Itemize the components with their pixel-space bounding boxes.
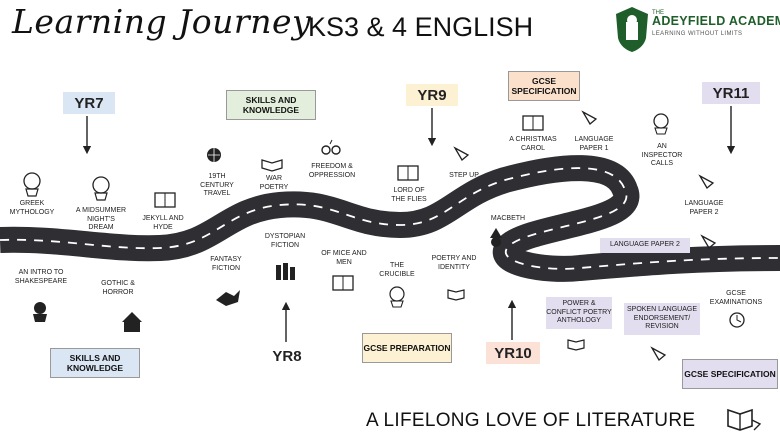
section-gcse-specification-bottom: GCSE SPECIFICATION <box>682 359 778 389</box>
topic-intro-shakespeare: AN INTRO TO SHAKESPEARE <box>14 269 68 285</box>
haunted-house-icon <box>122 312 142 332</box>
year-label-yr9: YR9 <box>406 84 458 106</box>
topic-macbeth: MACBETH <box>490 215 526 222</box>
topic-language-paper-2-a: LANGUAGE PAPER 2 <box>684 200 724 216</box>
school-prefix: THE <box>652 10 664 16</box>
topic-midsummer: A MIDSUMMER NIGHT'S DREAM <box>75 207 127 231</box>
topic-poetry-identity: POETRY AND IDENTITY <box>431 255 477 271</box>
open-book-icon-2 <box>447 289 465 301</box>
topic-fantasy-fiction: FANTASY FICTION <box>210 256 242 272</box>
hand-writing-icon <box>453 146 470 161</box>
year-label-yr10: YR10 <box>486 342 540 364</box>
greek-head-icon <box>23 172 41 197</box>
book-icon-4 <box>522 115 544 131</box>
topic-spoken-language: SPOKEN LANGUAGE ENDORSEMENT/ REVISION <box>624 303 700 335</box>
book-icon <box>154 192 176 208</box>
topic-gcse-examinations: GCSE EXAMINATIONS <box>709 290 763 306</box>
open-book-icon <box>261 159 283 172</box>
hand-writing-icon-3 <box>698 174 715 189</box>
shakespeare-head-icon <box>92 176 110 201</box>
topic-dystopian-fiction: DYSTOPIAN FICTION <box>264 233 306 249</box>
school-name: ADEYFIELD ACADEMY <box>652 14 780 28</box>
topic-freedom-oppression: FREEDOM & OPPRESSION <box>308 163 356 179</box>
open-book-icon-3 <box>567 339 585 351</box>
school-logo <box>612 4 772 54</box>
crest-icon <box>616 7 648 52</box>
shakespeare-head-icon-2 <box>33 302 47 322</box>
topic-war-poetry: WAR POETRY <box>259 175 289 191</box>
hand-writing-icon-5 <box>650 346 667 361</box>
topic-greek-mythology: GREEK MYTHOLOGY <box>9 200 55 216</box>
witch-icon <box>490 228 502 247</box>
topic-jekyll-hyde: JEKYLL AND HYDE <box>142 215 184 231</box>
bookshelf-icon <box>276 263 295 280</box>
page-title-script: Learning Journey <box>12 2 312 41</box>
topic-power-conflict: POWER & CONFLICT POETRY ANTHOLOGY <box>546 297 612 329</box>
topic-christmas-carol: A CHRISTMAS CAROL <box>509 136 557 152</box>
topic-gothic-horror: GOTHIC & HORROR <box>101 280 135 296</box>
topic-language-paper-1: LANGUAGE PAPER 1 <box>574 136 614 152</box>
globe-icon <box>207 148 221 162</box>
year-label-yr7: YR7 <box>63 92 115 114</box>
topic-19th-century-travel: 19TH CENTURY TRAVEL <box>200 173 234 197</box>
topic-lord-of-the-flies: LORD OF THE FLIES <box>391 187 427 203</box>
year-label-yr8: YR8 <box>272 347 302 365</box>
page-title: KS3 & 4 ENGLISH <box>308 12 534 42</box>
topic-language-paper-2-b: LANGUAGE PAPER 2 <box>600 238 690 253</box>
topic-the-crucible: THE CRUCIBLE <box>379 262 415 278</box>
inspector-head-icon <box>653 113 669 135</box>
topic-step-up: STEP UP <box>449 172 479 179</box>
topic-of-mice-and-men: OF MICE AND MEN <box>321 250 367 266</box>
school-tagline: LEARNING WITHOUT LIMITS <box>652 31 743 37</box>
clock-icon <box>729 312 745 328</box>
dragon-icon <box>216 290 240 306</box>
section-gcse-specification-top: GCSE SPECIFICATION <box>508 71 580 101</box>
handcuffs-icon <box>321 139 341 155</box>
hand-writing-icon-2 <box>581 110 598 125</box>
section-skills-knowledge-top: SKILLS AND KNOWLEDGE <box>226 90 316 120</box>
year-label-yr11: YR11 <box>702 82 760 104</box>
section-skills-knowledge-bottom: SKILLS AND KNOWLEDGE <box>50 348 140 378</box>
section-gcse-preparation: GCSE PREPARATION <box>362 333 452 363</box>
book-icon-2 <box>332 275 354 291</box>
hand-writing-icon-4 <box>700 234 717 249</box>
topic-inspector-calls: AN INSPECTOR CALLS <box>641 143 683 167</box>
footer-book-icon <box>727 408 762 431</box>
greek-head-icon-2 <box>389 286 405 308</box>
book-icon-3 <box>397 165 419 181</box>
footer-tagline: A LIFELONG LOVE OF LITERATURE <box>366 410 696 431</box>
